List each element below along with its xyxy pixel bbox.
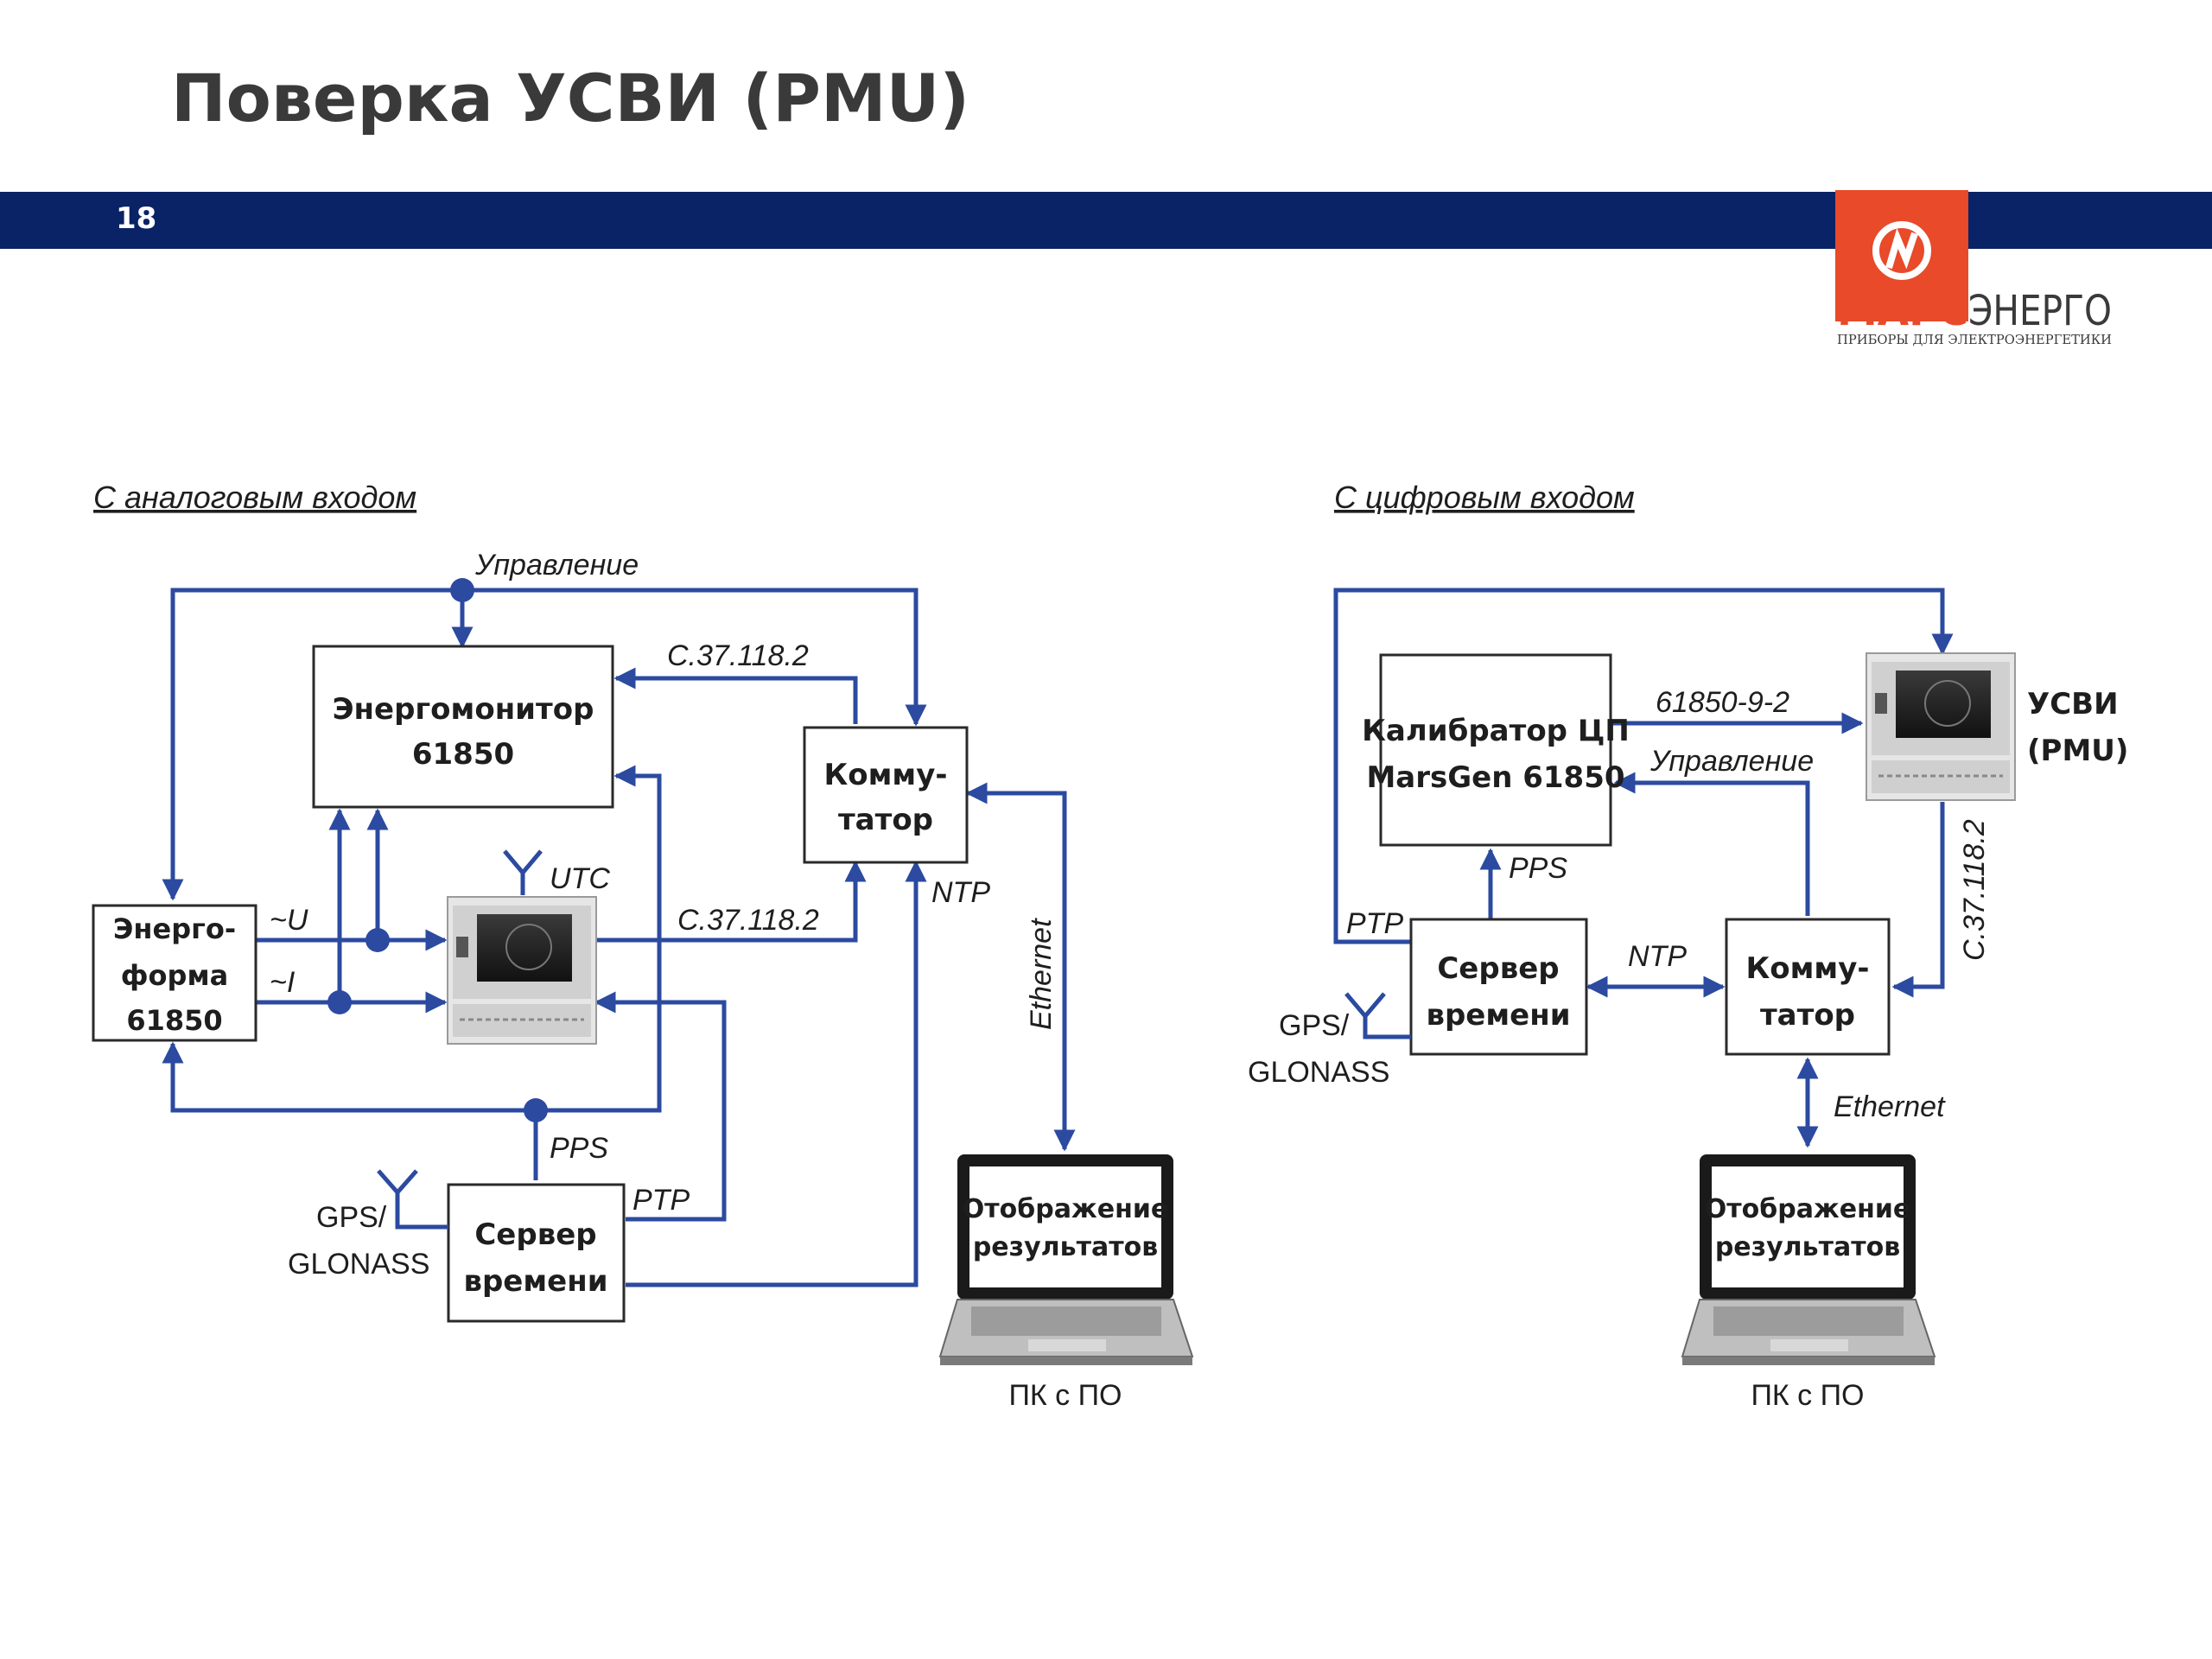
switch-digital-label-2: татор xyxy=(1760,998,1855,1033)
time-server-analog-label-2: времени xyxy=(463,1264,607,1299)
antenna-icon-utc xyxy=(503,849,543,895)
wire-c37-top xyxy=(613,667,858,724)
wire-control-digital xyxy=(1613,772,1810,916)
label-ethernet-analog: Ethernet xyxy=(1025,918,1058,1030)
time-server-digital-label-2: времени xyxy=(1426,998,1570,1033)
pc-digital-label: ПК с ПО xyxy=(1751,1379,1864,1412)
analog-diagram: С аналоговым входом Энергомонитор 61850 … xyxy=(92,480,1194,1412)
wire-c37-mid xyxy=(596,860,867,943)
label-c37-mid: C.37.118.2 xyxy=(677,904,819,937)
antenna-icon-gps-analog xyxy=(377,1169,448,1230)
label-gps-digital-1: GPS/ xyxy=(1279,1009,1350,1042)
energoforma-label-3: 61850 xyxy=(126,1004,222,1037)
logo-brand-left: МАРС xyxy=(1837,287,1968,335)
junction-control xyxy=(450,578,474,602)
label-gps-digital-2: GLONASS xyxy=(1248,1056,1389,1089)
calibrator-box xyxy=(1379,653,1612,847)
switch-box-analog xyxy=(803,726,969,864)
wire-pps-left xyxy=(162,1041,536,1113)
label-ptp-digital: PTP xyxy=(1346,907,1403,940)
switch-box-digital xyxy=(1725,918,1891,1056)
display-analog-label-2: результатов xyxy=(973,1232,1158,1262)
junction-u xyxy=(365,928,390,952)
time-server-analog-label-1: Сервер xyxy=(474,1217,596,1252)
logo-tagline: ПРИБОРЫ ДЛЯ ЭЛЕКТРОЭНЕРГЕТИКИ xyxy=(1837,332,2112,347)
junction-i xyxy=(327,990,352,1014)
label-ptp-analog: PTP xyxy=(632,1184,690,1217)
wire-ptp-loop xyxy=(1333,588,1954,944)
page-number: 18 xyxy=(116,201,156,236)
energomonitor-box xyxy=(312,645,614,809)
label-61850: 61850-9-2 xyxy=(1656,686,1789,719)
display-analog-label-1: Отображение xyxy=(963,1194,1168,1224)
digital-heading: С цифровым входом xyxy=(1334,480,1635,515)
label-ntp-digital: NTP xyxy=(1628,940,1687,973)
label-gps-analog-2: GLONASS xyxy=(288,1248,429,1281)
energomonitor-label-2: 61850 xyxy=(412,737,514,772)
wire-ntp xyxy=(626,860,927,1287)
usvi-label-2: (PMU) xyxy=(2027,734,2128,768)
switch-analog-label-1: Комму- xyxy=(823,758,947,792)
label-c37-top: C.37.118.2 xyxy=(667,639,809,672)
label-ethernet-digital: Ethernet xyxy=(1834,1090,1946,1123)
time-server-box-digital xyxy=(1409,918,1588,1056)
wire-control-right xyxy=(462,588,927,727)
energoforma-box xyxy=(92,904,257,1042)
switch-analog-label-2: татор xyxy=(838,803,933,837)
wire-c37-digital xyxy=(1891,802,1945,998)
slide-title: Поверка УСВИ (PMU) xyxy=(171,60,969,137)
label-c37-digital: C.37.118.2 xyxy=(1958,819,1991,961)
calibrator-label-1: Калибратор ЦП xyxy=(1362,714,1630,748)
usvi-label-1: УСВИ xyxy=(2027,687,2119,721)
energoforma-label-2: форма xyxy=(121,959,228,992)
analog-heading: С аналоговым входом xyxy=(93,480,416,515)
logo-brand-right: ЭНЕРГО xyxy=(1968,287,2112,335)
wire-ethernet xyxy=(965,782,1076,1152)
wire-control-left xyxy=(162,588,462,901)
display-digital-label-1: Отображение xyxy=(1705,1194,1910,1224)
energomonitor-label-1: Энергомонитор xyxy=(333,692,594,727)
display-digital-label-2: результатов xyxy=(1715,1232,1900,1262)
label-pps-digital: PPS xyxy=(1509,852,1567,885)
pmu-device-digital xyxy=(1866,652,2016,801)
company-logo: МАРС ЭНЕРГО ПРИБОРЫ ДЛЯ ЭЛЕКТРОЭНЕРГЕТИК… xyxy=(1835,190,2112,347)
label-i: ~I xyxy=(270,966,296,999)
energoforma-label-1: Энерго- xyxy=(113,912,236,945)
junction-pps xyxy=(524,1098,548,1122)
time-server-box-analog xyxy=(447,1183,626,1323)
laptop-icon-analog xyxy=(938,1154,1194,1365)
pc-analog-label: ПК с ПО xyxy=(1008,1379,1122,1412)
laptop-icon-digital xyxy=(1681,1154,1936,1365)
time-server-digital-label-1: Сервер xyxy=(1437,951,1559,986)
calibrator-label-2: MarsGen 61850 xyxy=(1366,760,1624,795)
switch-digital-label-1: Комму- xyxy=(1745,951,1869,986)
label-gps-analog-1: GPS/ xyxy=(316,1201,387,1234)
antenna-icon-gps-digital xyxy=(1344,992,1411,1039)
wire-ptp xyxy=(594,991,727,1222)
label-ntp-analog: NTP xyxy=(931,876,990,909)
label-control-analog: Управление xyxy=(474,549,639,582)
label-utc: UTC xyxy=(550,862,610,895)
label-pps-analog: PPS xyxy=(550,1132,608,1165)
pmu-device-analog xyxy=(447,896,597,1045)
label-u: ~U xyxy=(270,904,308,937)
label-control-digital: Управление xyxy=(1649,745,1814,778)
digital-diagram: С цифровым входом Калибратор ЦП MarsGen … xyxy=(1248,480,2128,1412)
